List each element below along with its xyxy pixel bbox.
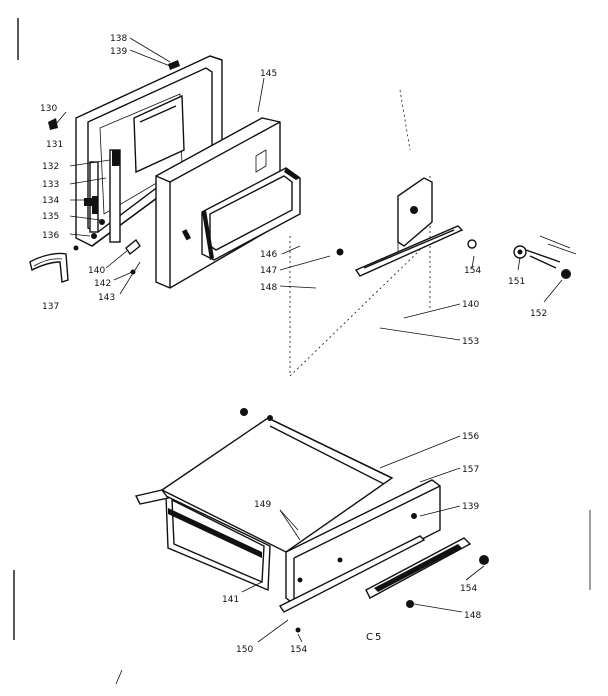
- label-142: 142: [94, 279, 111, 289]
- label-149: 149: [254, 500, 271, 510]
- label-148-bottom: 148: [464, 611, 481, 621]
- drawer-front: [278, 479, 441, 613]
- door-latch: [513, 235, 577, 279]
- label-141: 141: [222, 595, 239, 605]
- label-157: 157: [462, 465, 479, 475]
- edge-marks: [13, 18, 591, 685]
- leader-lines: [55, 37, 563, 643]
- drawer-assembly: [134, 408, 394, 592]
- label-140-right: 140: [462, 300, 479, 310]
- label-146: 146: [260, 250, 277, 260]
- label-140-left: 140: [88, 266, 105, 276]
- label-130: 130: [40, 104, 57, 114]
- label-139-top: 139: [110, 47, 127, 57]
- label-133: 133: [42, 180, 59, 190]
- label-132: 132: [42, 162, 59, 172]
- hinge-assembly: [48, 118, 141, 275]
- door-bracket: [397, 177, 433, 256]
- label-156: 156: [462, 432, 479, 442]
- label-147: 147: [260, 266, 277, 276]
- window-glass: [181, 167, 301, 261]
- label-134: 134: [42, 196, 59, 206]
- label-131: 131: [46, 140, 63, 150]
- label-151: 151: [508, 277, 525, 287]
- label-136: 136: [42, 231, 59, 241]
- label-143: 143: [98, 293, 115, 303]
- label-154-bottom: 154: [290, 645, 307, 655]
- part-number-labels: 138 139 130 131 132 133 134 135 136 137 …: [40, 34, 547, 655]
- label-150: 150: [236, 645, 253, 655]
- label-153: 153: [462, 337, 479, 347]
- door-rod: [336, 225, 477, 277]
- door-handle: [29, 252, 69, 283]
- label-154-right: 154: [460, 584, 477, 594]
- drawer-trim: [295, 537, 489, 633]
- label-154-top: 154: [464, 266, 481, 276]
- label-148-top: 148: [260, 283, 277, 293]
- section-code: C5: [366, 632, 383, 643]
- label-135: 135: [42, 212, 59, 222]
- label-139-bottom: 139: [462, 502, 479, 512]
- label-137: 137: [42, 302, 59, 312]
- label-152: 152: [530, 309, 547, 319]
- label-145: 145: [260, 69, 277, 79]
- label-138: 138: [110, 34, 127, 44]
